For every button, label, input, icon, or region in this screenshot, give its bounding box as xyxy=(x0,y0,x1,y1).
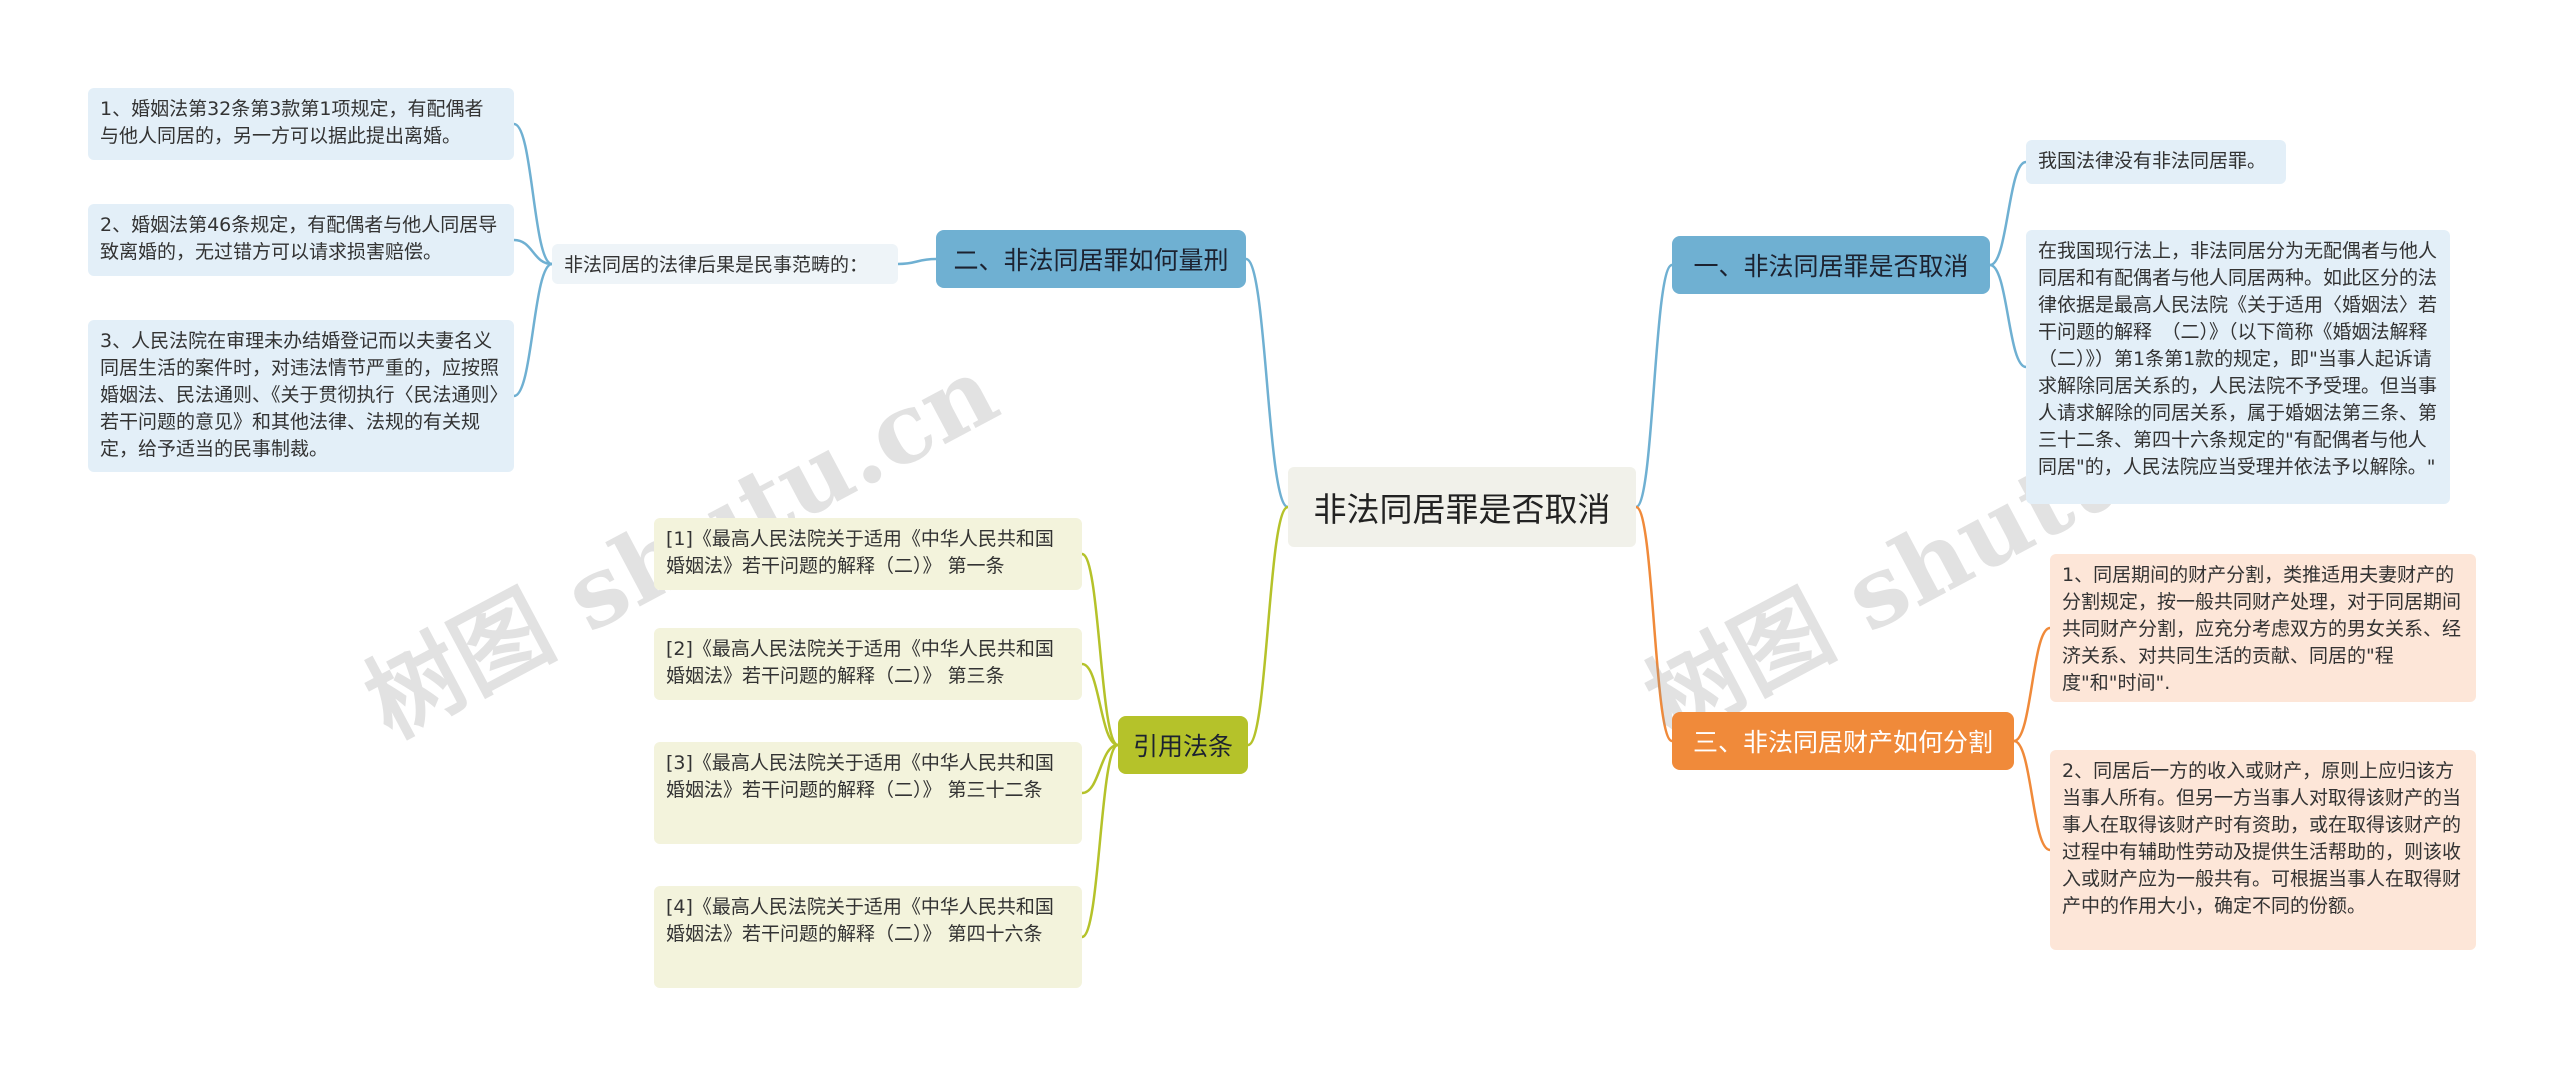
b4-item-1[interactable]: [1]《最高人民法院关于适用《中华人民共和国婚姻法》若干问题的解释（二）》 第一… xyxy=(654,518,1082,590)
b4-item-2[interactable]: [2]《最高人民法院关于适用《中华人民共和国婚姻法》若干问题的解释（二）》 第三… xyxy=(654,628,1082,700)
link-b4-3 xyxy=(1081,743,1119,939)
b2-item-2[interactable]: 2、婚姻法第46条规定，有配偶者与他人同居导致离婚的，无过错方可以请求损害赔偿。 xyxy=(88,204,514,276)
b1-item-1[interactable]: 我国法律没有非法同居罪。 xyxy=(2026,140,2286,184)
branch-b3[interactable]: 三、非法同居财产如何分割 xyxy=(1672,712,2014,770)
link-b1-0 xyxy=(1989,160,2027,267)
link-b2-1 xyxy=(513,238,553,266)
link-b3-1 xyxy=(2013,739,2051,852)
b4-item-4[interactable]: [4]《最高人民法院关于适用《中华人民共和国婚姻法》若干问题的解释（二）》 第四… xyxy=(654,886,1082,988)
branch-b2[interactable]: 二、非法同居罪如何量刑 xyxy=(936,230,1246,288)
b1-item-2[interactable]: 在我国现行法上，非法同居分为无配偶者与他人同居和有配偶者与他人同居两种。如此区分… xyxy=(2026,230,2450,504)
link-root-b4 xyxy=(1247,505,1289,747)
link-b2-0 xyxy=(513,122,553,266)
b3-item-2[interactable]: 2、同居后一方的收入或财产，原则上应归该方当事人所有。但另一方当事人对取得该财产… xyxy=(2050,750,2476,950)
link-root-b1 xyxy=(1634,263,1674,509)
link-root-b3 xyxy=(1634,505,1674,743)
root-topic[interactable]: 非法同居罪是否取消 xyxy=(1288,467,1636,547)
link-b1-1 xyxy=(1989,263,2027,369)
branch-b4[interactable]: 引用法条 xyxy=(1118,716,1248,774)
b2-item-1[interactable]: 1、婚姻法第32条第3款第1项规定，有配偶者与他人同居的，另一方可以据此提出离婚… xyxy=(88,88,514,160)
branch-b1[interactable]: 一、非法同居罪是否取消 xyxy=(1672,236,1990,294)
link-b4-0 xyxy=(1081,552,1119,747)
link-b4-2 xyxy=(1081,743,1119,795)
link-b2-2 xyxy=(513,262,553,398)
b3-item-1[interactable]: 1、同居期间的财产分割，类推适用夫妻财产的分割规定，按一般共同财产处理，对于同居… xyxy=(2050,554,2476,702)
link-root-b2 xyxy=(1245,257,1289,509)
link-b3-0 xyxy=(2013,626,2051,743)
b4-item-3[interactable]: [3]《最高人民法院关于适用《中华人民共和国婚姻法》若干问题的解释（二）》 第三… xyxy=(654,742,1082,844)
link-b2-sub xyxy=(897,257,937,266)
b2-item-3[interactable]: 3、人民法院在审理未办结婚登记而以夫妻名义同居生活的案件时，对违法情节严重的，应… xyxy=(88,320,514,472)
link-b4-1 xyxy=(1081,662,1119,747)
b2-subtopic[interactable]: 非法同居的法律后果是民事范畴的： xyxy=(552,244,898,284)
